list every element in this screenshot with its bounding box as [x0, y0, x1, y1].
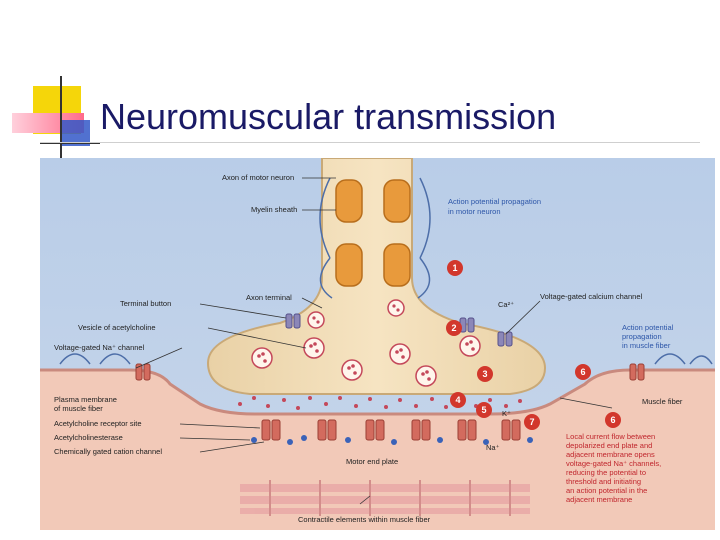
local-current-text: Local current flow between depolarized e…: [566, 432, 661, 504]
diagram-svg: 1 2 3 4 5 6 6 7 Axon of motor neuron Mye…: [40, 157, 715, 530]
label-ca-ion: Ca²⁺: [498, 300, 514, 309]
step-7: 7: [529, 417, 534, 427]
propagation-arrows: [319, 177, 431, 299]
label-axon: Axon of motor neuron: [222, 173, 294, 182]
label-cation-channel: Chemically gated cation channel: [54, 447, 162, 456]
voltage-gated-calcium-channels: [285, 313, 513, 347]
step-4: 4: [455, 395, 460, 405]
plasma-membrane-line: [40, 368, 715, 416]
label-contractile: Contractile elements within muscle fiber: [298, 515, 431, 524]
step-1: 1: [452, 263, 457, 273]
svg-text:depolarized end plate and: depolarized end plate and: [566, 441, 652, 450]
label-plasma-membrane-2: of muscle fiber: [54, 404, 103, 413]
contractile-elements: [240, 480, 530, 516]
label-ap-muscle-1: Action potential: [622, 323, 674, 332]
svg-text:adjacent membrane opens: adjacent membrane opens: [566, 450, 655, 459]
step-3: 3: [482, 369, 487, 379]
label-acetylcholinesterase: Acetylcholinesterase: [54, 433, 123, 442]
label-myelin: Myelin sheath: [251, 205, 297, 214]
leader-lines: [135, 177, 613, 505]
acetylcholine-receptor-channels: [261, 419, 521, 441]
neuromuscular-junction-diagram: 1 2 3 4 5 6 6 7 Axon of motor neuron Mye…: [40, 157, 715, 530]
label-receptor-site: Acetylcholine receptor site: [54, 419, 142, 428]
step-6a: 6: [580, 367, 585, 377]
muscle-fiber-region: [40, 370, 715, 530]
muscle-ap-arrows: [59, 353, 713, 365]
label-na-ion: Na⁺: [486, 443, 500, 452]
label-ap-motor-2: in motor neuron: [448, 207, 501, 216]
accent-horizontal-line: [40, 142, 100, 144]
acetylcholinesterase: [251, 435, 533, 445]
label-na-channel: Voltage-gated Na⁺ channel: [54, 343, 145, 352]
myelin-sheath: [335, 179, 411, 287]
accent-vertical-line: [60, 76, 62, 158]
svg-text:adjacent membrane: adjacent membrane: [566, 495, 632, 504]
step-2: 2: [451, 323, 456, 333]
label-terminal-button: Terminal button: [120, 299, 171, 308]
label-vesicle: Vesicle of acetylcholine: [78, 323, 156, 332]
svg-text:voltage-gated Na⁺ channels,: voltage-gated Na⁺ channels,: [566, 459, 661, 468]
step-5: 5: [481, 405, 486, 415]
label-plasma-membrane: Plasma membrane: [54, 395, 117, 404]
accent-blue-block: [60, 120, 90, 146]
label-motor-end-plate: Motor end plate: [346, 457, 398, 466]
label-muscle-fiber: Muscle fiber: [642, 397, 683, 406]
svg-text:Local current flow between: Local current flow between: [566, 432, 655, 441]
slide-title: Neuromuscular transmission: [100, 96, 557, 137]
label-ap-muscle-2: propagation: [622, 332, 662, 341]
label-axon-terminal: Axon terminal: [246, 293, 292, 302]
acetylcholine-vesicles: [251, 299, 481, 387]
vesicle-contents: [257, 304, 475, 381]
svg-text:reducing the potential to: reducing the potential to: [566, 468, 646, 477]
svg-text:threshold and initiating: threshold and initiating: [566, 477, 641, 486]
title-divider: [40, 142, 700, 143]
step-6b: 6: [610, 415, 615, 425]
voltage-gated-na-channels: [135, 363, 645, 381]
svg-text:an action potential in the: an action potential in the: [566, 486, 647, 495]
label-k-ion: K⁺: [502, 409, 511, 418]
label-ap-motor-1: Action potential propagation: [448, 197, 541, 206]
label-ap-muscle-3: in muscle fiber: [622, 341, 671, 350]
label-calcium-channel: Voltage-gated calcium channel: [540, 292, 642, 301]
step-markers: [446, 260, 621, 430]
